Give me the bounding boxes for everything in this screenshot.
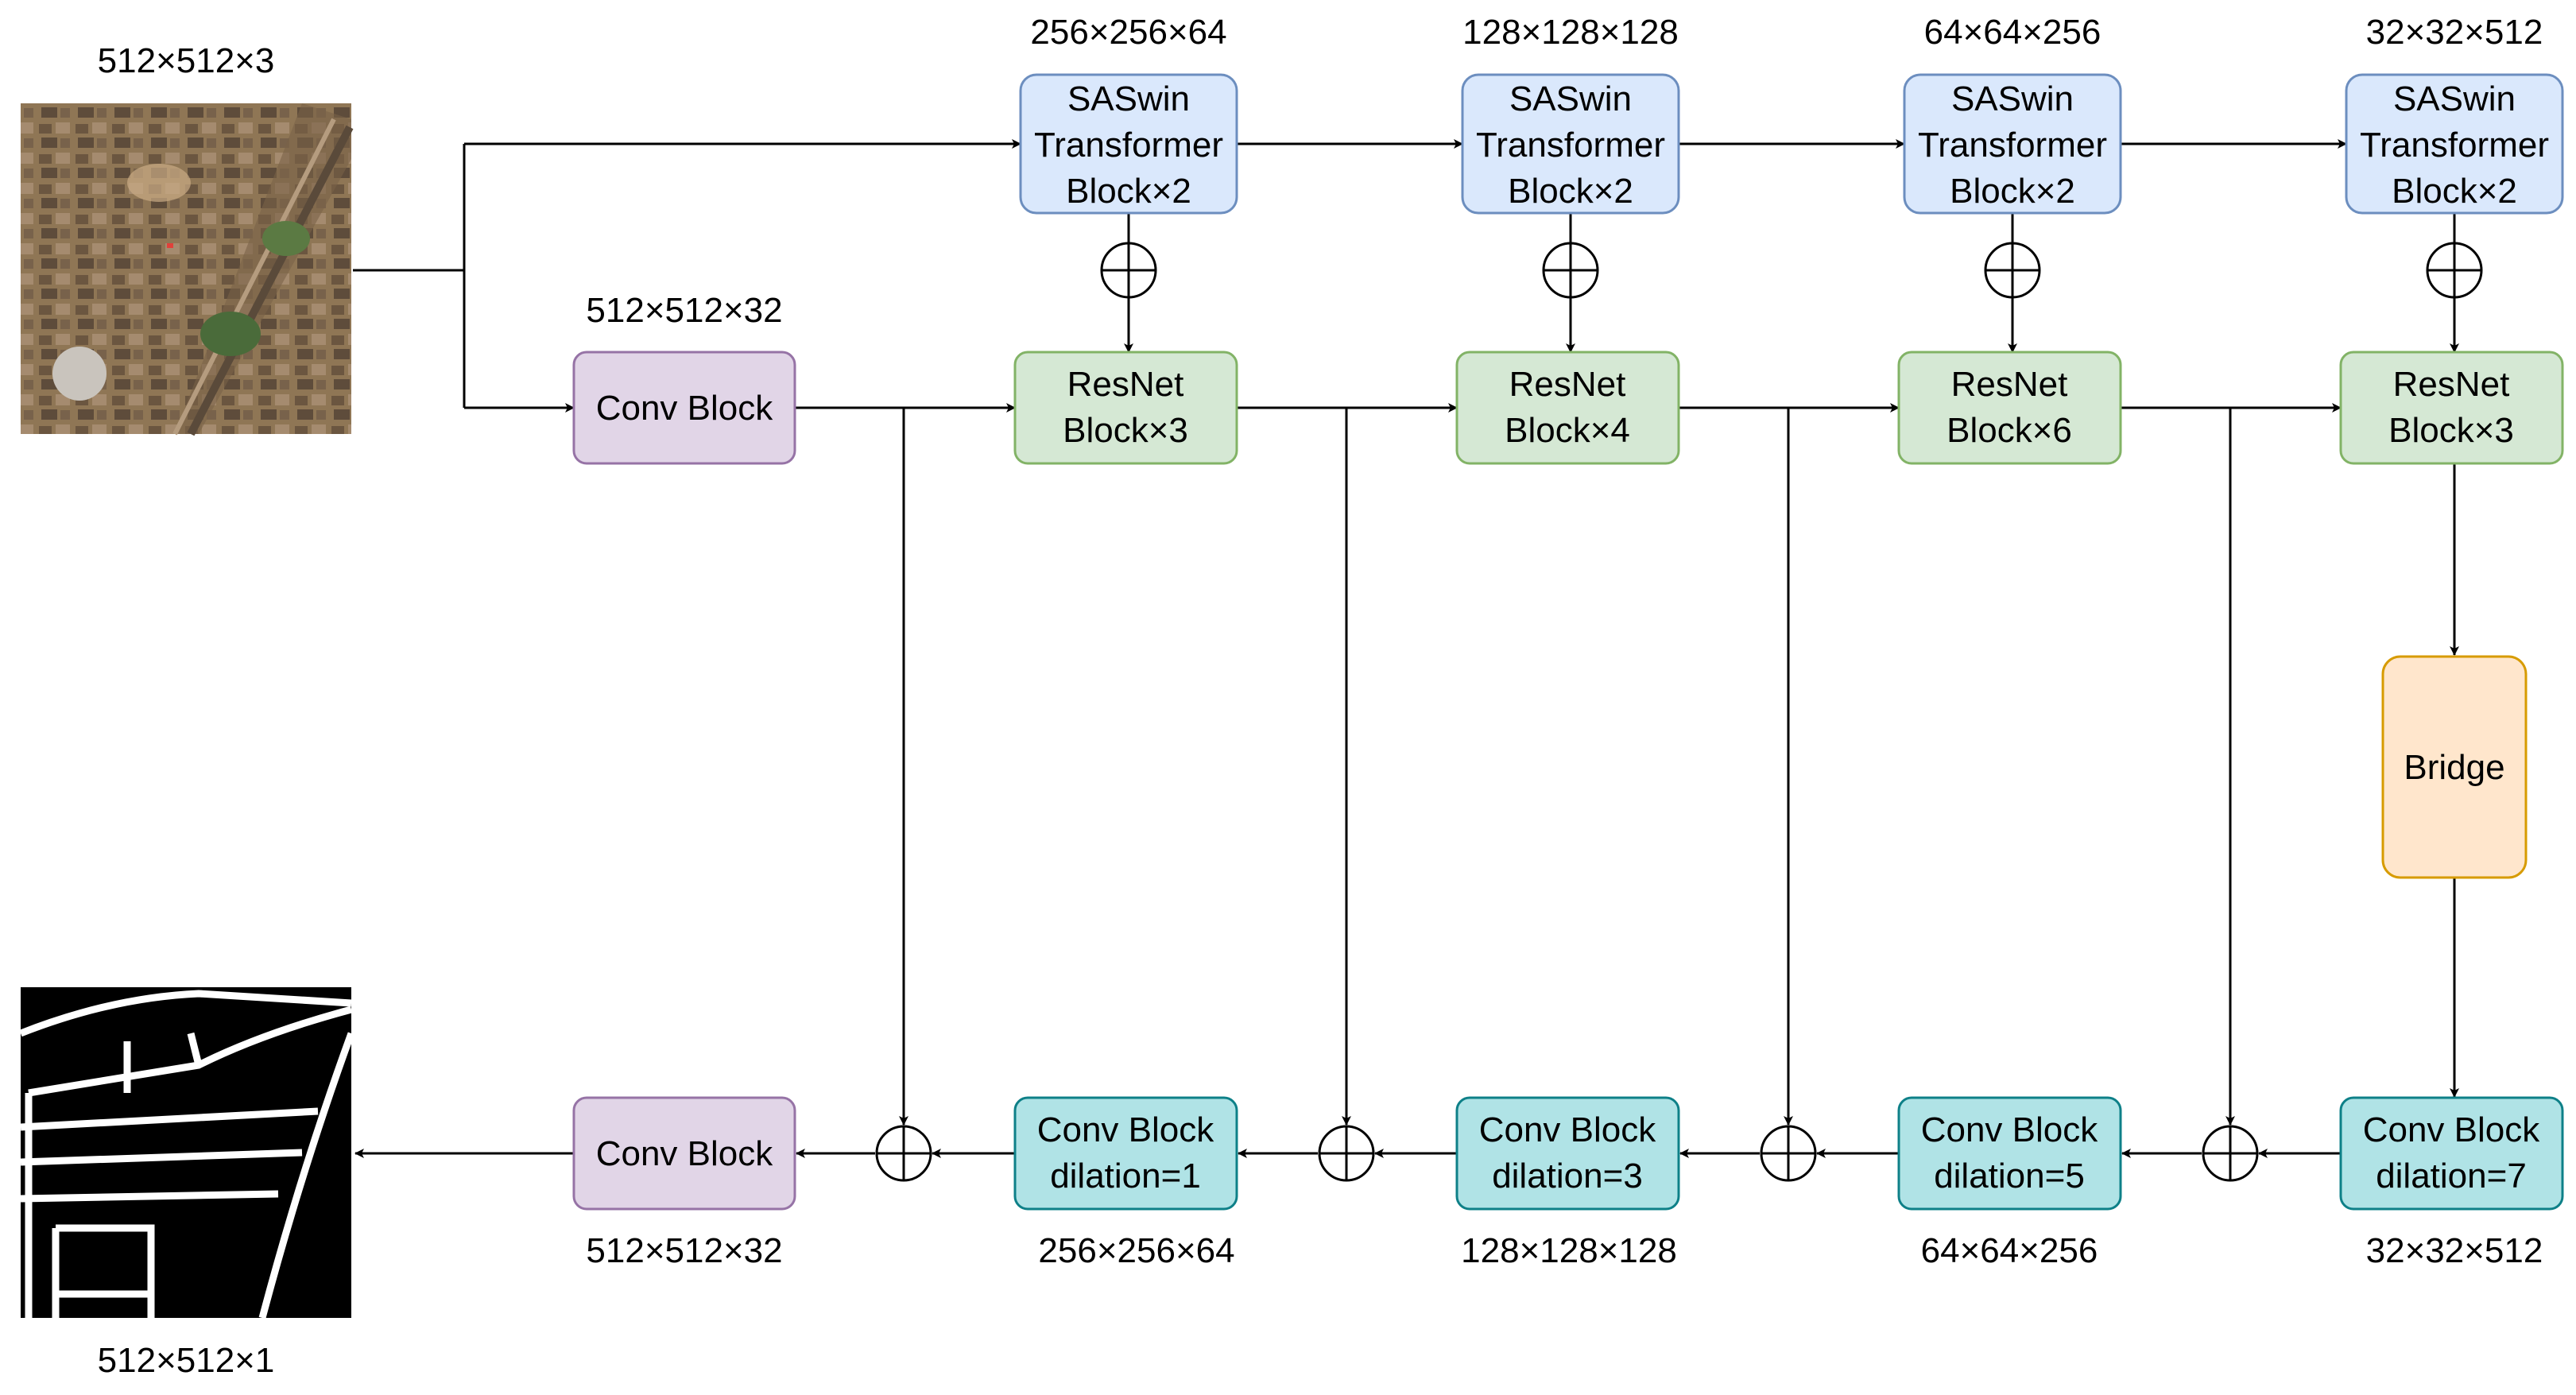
bridge-block: Bridge <box>2381 655 2528 879</box>
decoder-block-3: Conv Block dilation=5 <box>1897 1096 2122 1211</box>
decoder-1-dims: 256×256×64 <box>1038 1231 1234 1270</box>
transformer-block-4: SASwin Transformer Block×2 <box>2345 73 2564 215</box>
input-dims: 512×512×3 <box>98 41 275 80</box>
svg-text:ResNet: ResNet <box>1951 365 2068 404</box>
svg-text:Block×3: Block×3 <box>2388 411 2514 450</box>
svg-text:Transformer: Transformer <box>1476 126 1665 165</box>
svg-text:Conv Block: Conv Block <box>2363 1110 2541 1149</box>
resnet-block-1: ResNet Block×3 <box>1013 351 1238 465</box>
bridge-label: Bridge <box>2404 748 2504 787</box>
output-dims: 512×512×1 <box>98 1341 275 1380</box>
add-node <box>1100 242 1157 299</box>
svg-text:Transformer: Transformer <box>1918 126 2107 165</box>
add-node <box>1760 1125 1817 1182</box>
svg-text:ResNet: ResNet <box>1067 365 1184 404</box>
transformer-block-1: SASwin Transformer Block×2 <box>1019 73 1238 215</box>
svg-text:SASwin: SASwin <box>1509 79 1632 118</box>
resnet-block-4: ResNet Block×3 <box>2339 351 2564 465</box>
svg-text:SASwin: SASwin <box>2393 79 2516 118</box>
svg-text:Conv Block: Conv Block <box>1921 1110 2099 1149</box>
connectors <box>353 139 2459 1158</box>
stem-conv-label: Conv Block <box>596 389 774 428</box>
add-node <box>1984 242 2041 299</box>
svg-text:ResNet: ResNet <box>2393 365 2510 404</box>
decoder-4-dims: 32×32×512 <box>2366 1231 2543 1270</box>
transformer-1-dims: 256×256×64 <box>1030 13 1226 52</box>
transformer-3-dims: 64×64×256 <box>1924 13 2101 52</box>
head-dims: 512×512×32 <box>586 1231 782 1270</box>
svg-text:dilation=5: dilation=5 <box>1934 1157 2085 1195</box>
svg-text:dilation=1: dilation=1 <box>1050 1157 1201 1195</box>
svg-text:Block×6: Block×6 <box>1947 411 2072 450</box>
resnet-block-2: ResNet Block×4 <box>1455 351 1680 465</box>
transformer-block-3: SASwin Transformer Block×2 <box>1903 73 2122 215</box>
svg-text:Block×2: Block×2 <box>1508 172 1633 211</box>
decoder-3-dims: 64×64×256 <box>1921 1231 2098 1270</box>
svg-text:Block×4: Block×4 <box>1505 411 1630 450</box>
svg-text:SASwin: SASwin <box>1067 79 1190 118</box>
resnet-block-3: ResNet Block×6 <box>1897 351 2122 465</box>
transformer-2-dims: 128×128×128 <box>1462 13 1679 52</box>
input-satellite-image <box>21 103 354 436</box>
svg-text:Transformer: Transformer <box>1034 126 1223 165</box>
add-node <box>1542 242 1599 299</box>
svg-text:Block×2: Block×2 <box>1950 172 2075 211</box>
decoder-block-4: Conv Block dilation=7 <box>2339 1096 2564 1211</box>
svg-text:Block×2: Block×2 <box>2392 172 2517 211</box>
head-conv-block <box>572 1096 796 1211</box>
svg-text:Conv Block: Conv Block <box>1479 1110 1657 1149</box>
add-node <box>875 1125 932 1182</box>
svg-text:ResNet: ResNet <box>1509 365 1626 404</box>
svg-text:SASwin: SASwin <box>1951 79 2074 118</box>
head-conv-label: Conv Block <box>596 1134 774 1173</box>
svg-text:dilation=7: dilation=7 <box>2376 1157 2527 1195</box>
stem-dims: 512×512×32 <box>586 291 782 330</box>
svg-text:Conv Block: Conv Block <box>1037 1110 1215 1149</box>
add-node <box>2426 242 2483 299</box>
svg-text:Transformer: Transformer <box>2360 126 2549 165</box>
transformer-block-2: SASwin Transformer Block×2 <box>1461 73 1680 215</box>
decoder-2-dims: 128×128×128 <box>1461 1231 1677 1270</box>
svg-text:Block×2: Block×2 <box>1066 172 1191 211</box>
decoder-block-2: Conv Block dilation=3 <box>1455 1096 1680 1211</box>
add-node <box>2202 1125 2259 1182</box>
transformer-4-dims: 32×32×512 <box>2366 13 2543 52</box>
add-node <box>1318 1125 1375 1182</box>
svg-text:Block×3: Block×3 <box>1063 411 1188 450</box>
output-road-mask <box>19 987 355 1319</box>
stem-conv-block <box>572 351 796 465</box>
svg-text:dilation=3: dilation=3 <box>1492 1157 1643 1195</box>
decoder-block-1: Conv Block dilation=1 <box>1013 1096 1238 1211</box>
